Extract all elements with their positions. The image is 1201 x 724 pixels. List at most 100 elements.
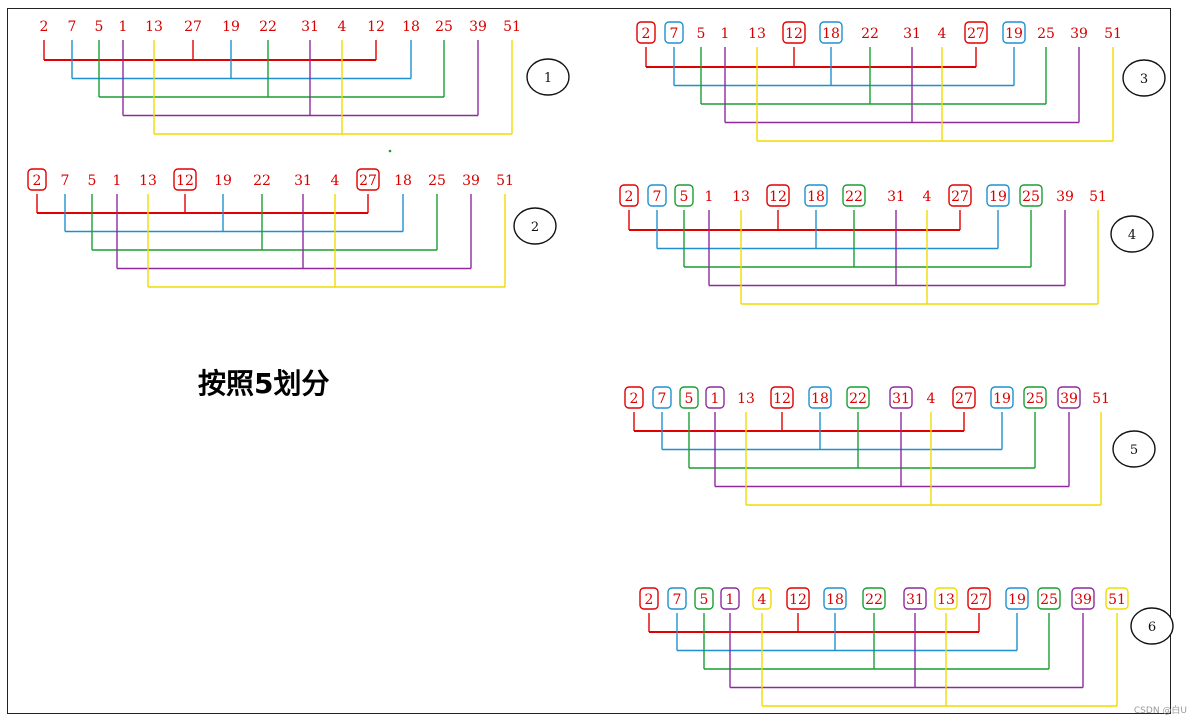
number-cell: 12 [766,184,790,207]
bracket-group-4 [116,194,472,270]
number-cell: 19 [1005,587,1029,610]
bracket-group-4 [724,47,1080,124]
number-label: 4 [923,189,932,205]
number-label: 25 [1026,391,1044,407]
number-label: 4 [938,26,947,42]
step-number: 3 [1140,72,1148,87]
number-cell: 27 [184,19,202,35]
number-box [1057,386,1081,409]
number-label: 12 [773,391,791,407]
number-label: 39 [1074,592,1092,608]
step-number: 2 [531,220,539,235]
bracket-group-3 [700,47,1047,105]
number-box [619,184,639,207]
number-box [889,386,913,409]
frame-border [7,8,1171,714]
number-label: 27 [967,26,985,42]
number-label: 51 [496,173,514,189]
bracket-group-5 [761,613,1118,707]
number-cell: 2 [27,168,47,191]
number-label: 31 [294,173,312,189]
number-label: 39 [1070,26,1088,42]
number-label: 51 [1104,26,1122,42]
number-cell: 4 [938,26,947,42]
number-label: 39 [469,19,487,35]
number-cell: 5 [694,587,714,610]
number-label: 18 [402,19,420,35]
number-box [624,386,644,409]
number-box [986,184,1010,207]
number-box [1105,587,1129,610]
number-label: 1 [113,173,122,189]
number-cell: 18 [819,21,843,44]
number-label: 13 [145,19,163,35]
number-box [770,386,794,409]
bracket-group-1 [628,210,961,231]
number-label: 7 [658,391,667,407]
number-label: 51 [1089,189,1107,205]
number-cell: 22 [253,173,271,189]
bracket-group-5 [756,47,1114,142]
number-cell: 51 [496,173,514,189]
number-box [674,184,694,207]
number-label: 25 [1040,592,1058,608]
number-label: 4 [758,592,767,608]
number-cell: 39 [1071,587,1095,610]
number-cell: 4 [923,189,932,205]
number-cell: 18 [394,173,412,189]
number-cell: 51 [503,19,521,35]
number-label: 2 [40,19,49,35]
bracket-group-4 [122,40,479,117]
number-label: 1 [705,189,714,205]
number-cell: 1 [705,386,725,409]
number-label: 31 [301,19,319,35]
number-box [1002,21,1026,44]
number-cell: 31 [889,386,913,409]
number-box [1023,386,1047,409]
number-cell: 13 [145,19,163,35]
number-cell: 39 [1057,386,1081,409]
number-label: 25 [435,19,453,35]
bracket-group-4 [729,613,1084,689]
number-label: 25 [428,173,446,189]
bracket-group-2 [673,47,1015,87]
number-box [752,587,772,610]
bracket-group-3 [688,412,1036,469]
number-cell: 51 [1089,189,1107,205]
number-box [934,587,958,610]
number-label: 5 [680,189,689,205]
number-box [823,587,847,610]
number-cell: 13 [139,173,157,189]
step-circle [1130,607,1174,645]
number-label: 31 [906,592,924,608]
number-label: 27 [359,173,377,189]
number-cell: 13 [737,391,755,407]
number-cell: 27 [964,21,988,44]
number-cell: 31 [887,189,905,205]
number-label: 18 [807,189,825,205]
number-cell: 31 [294,173,312,189]
number-cell: 4 [338,19,347,35]
number-label: 7 [670,26,679,42]
number-cell: 1 [720,587,740,610]
number-cell: 22 [861,26,879,42]
number-cell: 12 [770,386,794,409]
number-cell: 18 [823,587,847,610]
number-box [782,21,806,44]
number-cell: 22 [842,184,866,207]
number-label: 5 [88,173,97,189]
number-cell: 7 [647,184,667,207]
number-cell: 31 [903,587,927,610]
number-cell: 4 [752,587,772,610]
number-label: 19 [993,391,1011,407]
number-cell: 51 [1104,26,1122,42]
number-cell: 27 [948,184,972,207]
number-label: 2 [645,592,654,608]
number-label: 18 [394,173,412,189]
number-label: 25 [1022,189,1040,205]
number-cell: 7 [664,21,684,44]
